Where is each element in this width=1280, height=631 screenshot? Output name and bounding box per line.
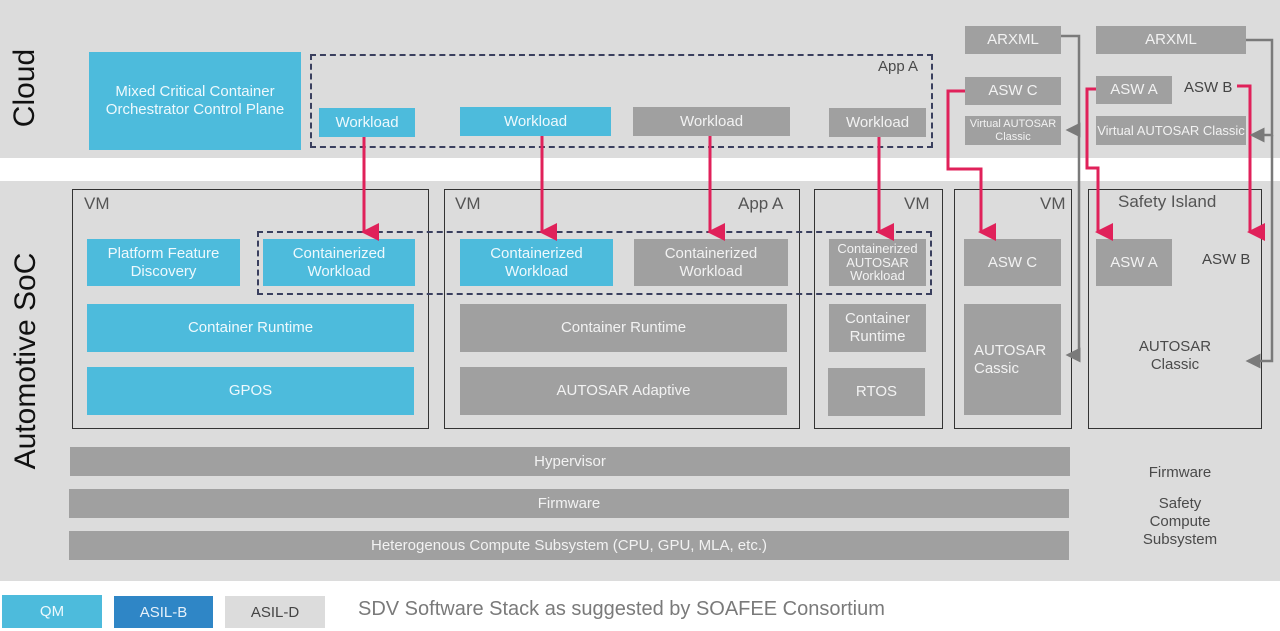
- diagram-caption: SDV Software Stack as suggested by SOAFE…: [358, 598, 885, 620]
- vm2-containerized-workload-asil[interactable]: Containerized Workload: [634, 239, 788, 286]
- arxml-left[interactable]: ARXML: [965, 26, 1061, 54]
- vm2-container-runtime[interactable]: Container Runtime: [460, 304, 787, 352]
- vm3-containerized-autosar-workload[interactable]: Containerized AUTOSAR Workload: [829, 239, 926, 286]
- safety-asw-a[interactable]: ASW A: [1096, 239, 1172, 286]
- safety-island-label: Safety Island: [1118, 192, 1217, 211]
- cloud-workload-3[interactable]: Workload: [633, 107, 790, 136]
- legend-qm: QM: [2, 595, 102, 628]
- vm3-label: VM: [904, 194, 930, 213]
- safety-autosar-classic: AUTOSAR Classic: [1138, 338, 1212, 373]
- safety-firmware: Firmware: [1148, 464, 1212, 482]
- vm4-asw-c[interactable]: ASW C: [964, 239, 1061, 286]
- safety-compute-subsystem: Safety Compute Subsystem: [1142, 495, 1218, 548]
- vm1-container-runtime[interactable]: Container Runtime: [87, 304, 414, 352]
- vm4-autosar-classic[interactable]: AUTOSAR Cassic: [964, 304, 1061, 415]
- vm2-frame: [444, 189, 800, 429]
- legend-asil-b: ASIL-B: [114, 596, 213, 628]
- vm4-label: VM: [1040, 194, 1066, 213]
- asw-b-cloud: ASW B: [1184, 79, 1233, 96]
- vm2-containerized-workload-qm[interactable]: Containerized Workload: [460, 239, 613, 286]
- vm3-rtos[interactable]: RTOS: [828, 368, 925, 416]
- safety-island-frame: [1088, 189, 1262, 429]
- heterogenous-compute-subsystem[interactable]: Heterogenous Compute Subsystem (CPU, GPU…: [69, 531, 1069, 560]
- vm1-label: VM: [84, 194, 110, 213]
- platform-feature-discovery[interactable]: Platform Feature Discovery: [87, 239, 240, 286]
- arxml-right[interactable]: ARXML: [1096, 26, 1246, 54]
- vm3-container-runtime[interactable]: Container Runtime: [829, 304, 926, 352]
- cloud-workload-1[interactable]: Workload: [319, 108, 415, 137]
- safety-asw-b: ASW B: [1202, 251, 1251, 268]
- legend-asil-d: ASIL-D: [225, 596, 325, 628]
- app-a-cloud-label: App A: [878, 58, 919, 75]
- cloud-label: Cloud: [8, 48, 41, 128]
- automotive-soc-label: Automotive SoC: [9, 252, 42, 470]
- virtual-autosar-classic-right[interactable]: Virtual AUTOSAR Classic: [1096, 116, 1246, 145]
- vm1-gpos[interactable]: GPOS: [87, 367, 414, 415]
- vm2-app-a-label: App A: [738, 194, 784, 213]
- hypervisor[interactable]: Hypervisor: [70, 447, 1070, 476]
- vm2-label: VM: [455, 194, 481, 213]
- orchestrator-control-plane[interactable]: Mixed Critical Container Orchestrator Co…: [89, 52, 301, 150]
- firmware[interactable]: Firmware: [69, 489, 1069, 518]
- vm1-containerized-workload[interactable]: Containerized Workload: [263, 239, 415, 286]
- vm2-autosar-adaptive[interactable]: AUTOSAR Adaptive: [460, 367, 787, 415]
- app-a-cloud-group: [310, 54, 933, 148]
- cloud-workload-4[interactable]: Workload: [829, 108, 926, 137]
- asw-a-cloud[interactable]: ASW A: [1096, 76, 1172, 104]
- virtual-autosar-classic-left[interactable]: Virtual AUTOSAR Classic: [965, 116, 1061, 145]
- asw-c-cloud[interactable]: ASW C: [965, 77, 1061, 105]
- cloud-workload-2[interactable]: Workload: [460, 107, 611, 136]
- vm1-frame: [72, 189, 429, 429]
- app-a-soc-group: [257, 231, 932, 295]
